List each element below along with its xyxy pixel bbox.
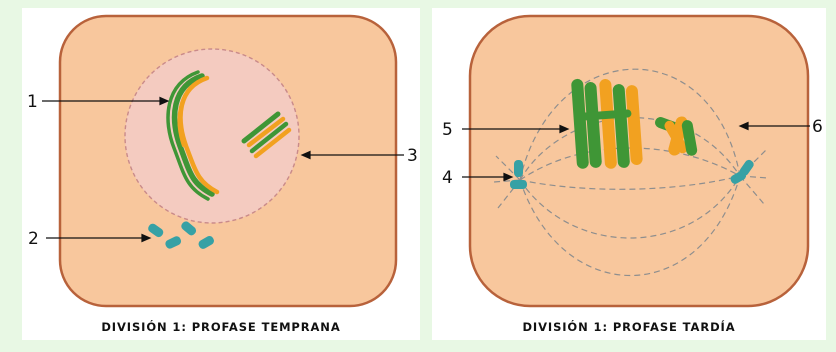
label-4: 4 bbox=[442, 168, 453, 188]
label-1: 1 bbox=[27, 92, 38, 112]
panel-early-prophase: 1 2 3 DIVISIÓN 1: PROFASE TEMPRANA bbox=[22, 8, 420, 340]
caption-late-prophase: DIVISIÓN 1: PROFASE TARDÍA bbox=[432, 320, 826, 334]
label-5: 5 bbox=[442, 120, 453, 140]
label-6: 6 bbox=[812, 117, 823, 137]
caption-early-prophase: DIVISIÓN 1: PROFASE TEMPRANA bbox=[22, 320, 420, 334]
panel-late-prophase: 5 4 6 DIVISIÓN 1: PROFASE TARDÍA bbox=[432, 8, 826, 340]
chromosome-group-large bbox=[571, 75, 643, 171]
late-prophase-diagram: 5 4 6 bbox=[432, 8, 826, 340]
label-2: 2 bbox=[28, 229, 39, 249]
early-prophase-diagram: 1 2 3 bbox=[22, 8, 420, 340]
label-3: 3 bbox=[407, 146, 418, 166]
